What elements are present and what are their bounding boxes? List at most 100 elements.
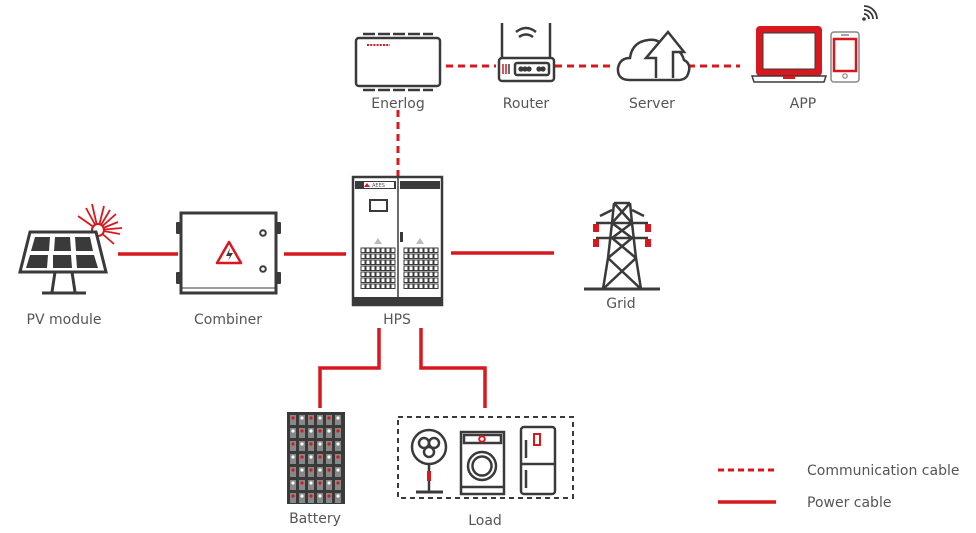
vent-slot — [390, 253, 396, 259]
battery-terminal — [318, 429, 322, 433]
battery-cell — [326, 441, 332, 451]
battery-terminal — [300, 468, 304, 472]
battery-cell — [299, 441, 305, 451]
vent-slot — [433, 265, 439, 271]
vent-slot — [360, 283, 366, 289]
battery-cell — [326, 480, 332, 490]
vent-slot — [385, 265, 391, 271]
laptop-icon — [750, 26, 828, 83]
vent-slot — [365, 247, 371, 253]
battery-cell — [326, 467, 332, 477]
battery-terminal — [291, 481, 295, 485]
vent-slot — [375, 283, 381, 289]
vent-slot — [408, 283, 414, 289]
vent-slot — [360, 265, 366, 271]
battery-cell — [317, 493, 323, 503]
high-voltage-warning-icon — [215, 240, 243, 265]
battery-terminal — [318, 442, 322, 446]
battery-terminal — [327, 468, 331, 472]
hps-brand-label: AEES — [372, 183, 385, 189]
vent-slot — [423, 277, 429, 283]
vent-slot — [380, 283, 386, 289]
vent-slot — [365, 271, 371, 277]
transmission-tower-icon — [584, 201, 660, 291]
vent-slot — [365, 259, 371, 265]
battery-cell — [290, 493, 296, 503]
battery-cell — [317, 454, 323, 464]
vent-slot — [375, 259, 381, 265]
vent-slot — [433, 253, 439, 259]
vent-slot — [385, 283, 391, 289]
router-icon — [497, 23, 556, 83]
vent-slot — [423, 265, 429, 271]
vent-slot — [390, 247, 396, 253]
vent-slot — [380, 277, 386, 283]
vent-slot — [385, 253, 391, 259]
vent-slot — [433, 259, 439, 265]
battery-cell — [317, 415, 323, 425]
wifi-signal-icon — [862, 5, 878, 21]
battery-terminal — [318, 416, 322, 420]
vent-slot — [375, 247, 381, 253]
battery-cell — [290, 428, 296, 438]
vent-slot — [380, 253, 386, 259]
battery-cell — [299, 415, 305, 425]
vent-slot — [433, 283, 439, 289]
battery-terminal — [291, 416, 295, 420]
hps-cabinet-icon: AEES — [351, 175, 444, 307]
vent-slot — [390, 259, 396, 265]
vent-slot — [390, 271, 396, 277]
battery-terminal — [300, 442, 304, 446]
vent-slot — [365, 265, 371, 271]
battery-terminal — [309, 455, 313, 459]
vent-slot — [390, 265, 396, 271]
vent-slot — [423, 247, 429, 253]
vent-slot — [403, 265, 409, 271]
battery-terminal — [336, 455, 340, 459]
vent-slot — [408, 265, 414, 271]
battery-terminal — [318, 494, 322, 498]
battery-label: Battery — [289, 511, 341, 527]
vent-slot — [413, 259, 419, 265]
battery-cell — [299, 454, 305, 464]
battery-cell — [326, 415, 332, 425]
vent-slot — [403, 259, 409, 265]
vent-slot — [385, 259, 391, 265]
battery-terminal — [291, 429, 295, 433]
vent-slot — [428, 271, 434, 277]
vent-slot — [408, 277, 414, 283]
vent-slot — [408, 253, 414, 259]
vent-slot — [370, 265, 376, 271]
vent-slot — [423, 271, 429, 277]
vent-slot — [428, 265, 434, 271]
vent-slot — [370, 253, 376, 259]
battery-cell — [308, 493, 314, 503]
vent-slot — [428, 259, 434, 265]
battery-terminal — [291, 442, 295, 446]
vent-slot — [428, 277, 434, 283]
battery-rack-icon — [287, 412, 345, 504]
vent-slot — [413, 253, 419, 259]
battery-cell — [299, 428, 305, 438]
cloud-upload-icon — [616, 30, 691, 82]
pv-module-label: PV module — [27, 312, 102, 328]
vent-slot — [403, 283, 409, 289]
vent-slot — [375, 265, 381, 271]
vent-slot — [370, 271, 376, 277]
vent-slot — [428, 253, 434, 259]
battery-terminal — [318, 481, 322, 485]
battery-terminal — [309, 429, 313, 433]
battery-cell — [317, 467, 323, 477]
vent-slot — [413, 265, 419, 271]
battery-cell — [308, 428, 314, 438]
fan-icon — [410, 428, 448, 494]
grid-label: Grid — [606, 296, 635, 312]
vent-slot — [380, 265, 386, 271]
washing-machine-icon — [459, 430, 506, 496]
battery-terminal — [291, 455, 295, 459]
vent-slot — [433, 271, 439, 277]
battery-terminal — [309, 468, 313, 472]
vent-slot — [433, 277, 439, 283]
vent-slot — [365, 283, 371, 289]
vent-slot — [408, 271, 414, 277]
